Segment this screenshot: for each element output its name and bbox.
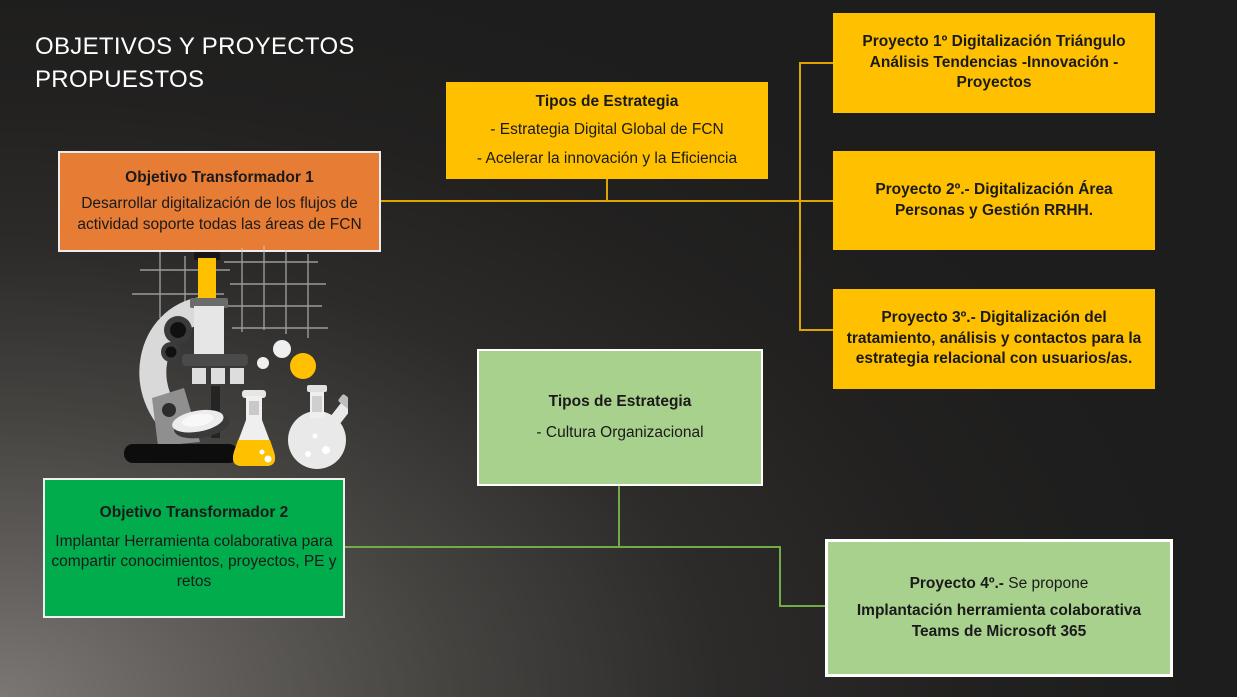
connector-green-vertical [779,546,781,607]
box-proyecto-4: Proyecto 4º.- Se propone Implantación he… [825,539,1173,677]
box-objetivo-transformador-1: Objetivo Transformador 1 Desarrollar dig… [58,151,381,252]
box-proyecto2-body: Proyecto 2º.- Digitalización Área Person… [875,181,1113,219]
box-proyecto4-body: Implantación herramienta colaborativa Te… [856,602,1142,640]
box-proyecto4-lead: Proyecto 4º.- Se propone [910,574,1089,594]
box-objetivo2-title: Objetivo Transformador 2 [99,504,289,522]
connector-tipos1-stub [606,179,608,202]
box-proyecto4-lead-regular: Se propone [1003,574,1089,592]
round-flask-icon [288,385,348,469]
page-title: OBJETIVOS Y PROYECTOS PROPUESTOS [35,33,355,93]
box-objetivo1-title: Objetivo Transformador 1 [125,168,314,186]
box-tipos2-line: - Cultura Organizacional [536,423,704,441]
box-tipos1-line: - Estrategia Digital Global de FCN [490,121,724,139]
box-proyecto-1: Proyecto 1º Digitalización Triángulo Aná… [833,13,1155,113]
microscope-icon [124,252,248,463]
box-tipos1-title: Tipos de Estrategia [535,92,679,110]
connector-to-proyecto1 [799,62,833,64]
erlenmeyer-flask-icon [233,390,275,466]
connector-objetivo2-horizontal [345,546,781,548]
connector-to-proyecto4 [779,605,826,607]
box-tipos2-title: Tipos de Estrategia [548,393,692,411]
connector-gold-vertical [799,62,801,331]
box-objetivo1-body: Desarrollar digitalización de los flujos… [77,195,362,233]
box-proyecto4-lead-bold: Proyecto 4º.- [909,574,1004,592]
box-tipos-estrategia-digital: Tipos de Estrategia - Estrategia Digital… [446,82,768,179]
box-tipos1-line: - Acelerar la innovación y la Eficiencia [476,149,738,167]
box-tipos-estrategia-cultura: Tipos de Estrategia - Cultura Organizaci… [477,349,763,486]
lens-dish-icon [172,409,230,439]
connector-to-proyecto3 [799,329,833,331]
white-dot-icon [273,340,291,358]
microscope-flasks-illustration [124,246,348,469]
white-dot-icon [257,357,269,369]
box-proyecto3-body: Proyecto 3º.- Digitalización del tratami… [846,309,1142,368]
connector-tipos2-stub [618,486,620,547]
box-proyecto1-body: Proyecto 1º Digitalización Triángulo Aná… [862,33,1126,92]
box-proyecto-3: Proyecto 3º.- Digitalización del tratami… [833,289,1155,389]
box-objetivo-transformador-2: Objetivo Transformador 2 Implantar Herra… [43,478,345,618]
box-proyecto-2: Proyecto 2º.- Digitalización Área Person… [833,151,1155,250]
yellow-dot-icon [290,353,316,379]
box-objetivo2-body: Implantar Herramienta colaborativa para … [51,532,337,591]
